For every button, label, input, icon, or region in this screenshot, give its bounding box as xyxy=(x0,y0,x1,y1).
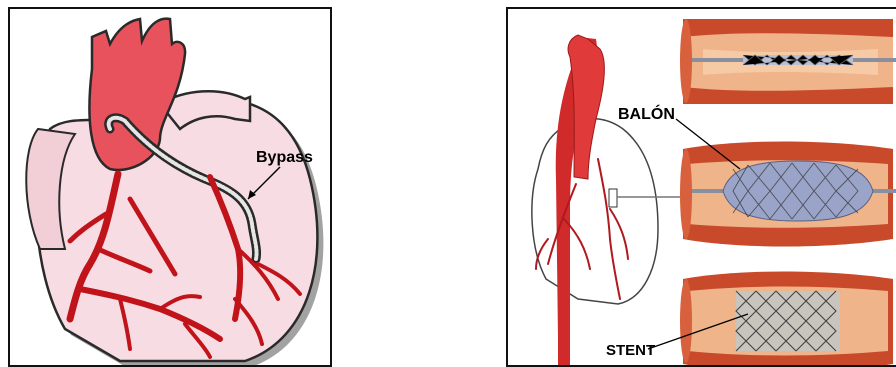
heart-outline-icon xyxy=(532,35,683,367)
balloon-label: BALÓN xyxy=(618,106,675,124)
heart-illustration xyxy=(10,9,332,367)
artery-catheter-icon xyxy=(680,19,896,104)
bypass-label: Bypass xyxy=(256,149,313,167)
artery-stent-icon xyxy=(648,272,893,367)
angioplasty-illustration xyxy=(508,9,896,367)
stent-label: STENT xyxy=(606,342,655,359)
artery-balloon-icon xyxy=(676,119,896,247)
angioplasty-panel: BALÓN STENT xyxy=(506,7,896,367)
bypass-panel: Bypass xyxy=(8,7,332,367)
